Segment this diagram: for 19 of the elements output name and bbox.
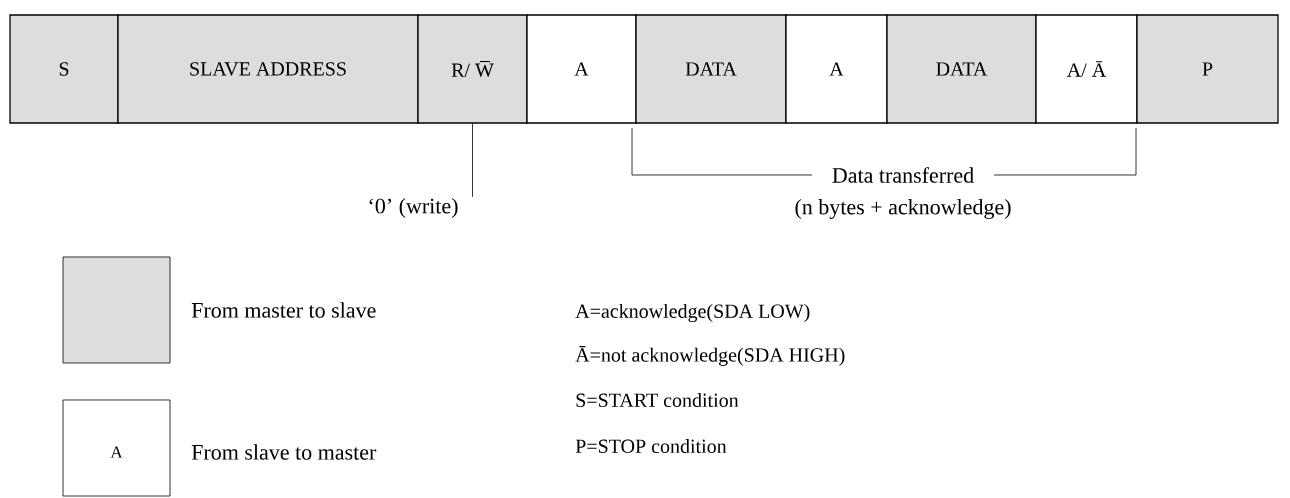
bit-field-box: DATA xyxy=(635,14,787,124)
definition-text: Ā=not acknowledge(SDA HIGH) xyxy=(575,346,845,366)
bracket-label: Data transferred xyxy=(832,167,974,183)
legend-text: From slave to master xyxy=(191,444,377,460)
bit-field-box: A xyxy=(526,14,637,124)
legend-text: From master to slave xyxy=(191,302,376,318)
bit-label: ‘0’ (write) xyxy=(369,198,458,218)
bit-field-box: P xyxy=(1136,14,1279,124)
bit-field-box: R/ W̅ xyxy=(417,14,528,124)
bit-field-box: A xyxy=(785,14,888,124)
leader-line xyxy=(472,123,473,198)
definition-text: A=acknowledge(SDA LOW) xyxy=(575,303,810,323)
definition-text: S=START condition xyxy=(576,392,739,408)
bit-field-box: A/ Ā xyxy=(1035,14,1138,124)
definition-text: P=STOP condition xyxy=(575,438,727,454)
bit-field-box: DATA xyxy=(886,14,1037,124)
bracket-label: (n bytes + acknowledge) xyxy=(795,199,1011,219)
bit-field-box: S xyxy=(9,14,119,124)
swatch-label: A xyxy=(110,446,123,458)
